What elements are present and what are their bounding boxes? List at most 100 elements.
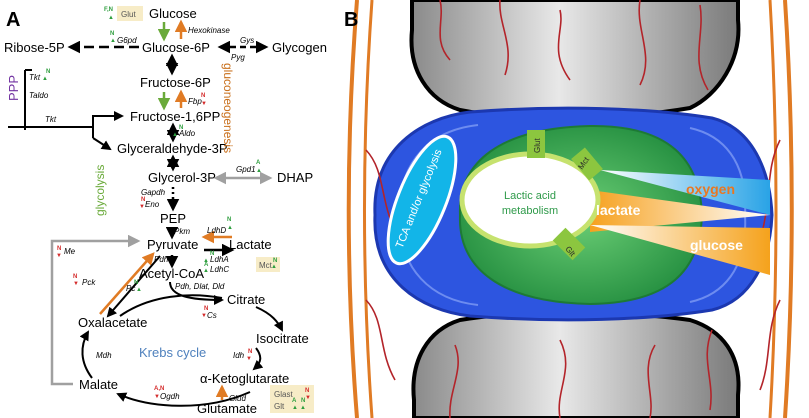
panel-a-label: A (6, 9, 20, 31)
pc-up-icon: ▲ (136, 287, 142, 293)
ppp-arrow-to-ga3p (92, 137, 112, 151)
panel-b-label: B (344, 9, 358, 31)
idh-marker: N (248, 349, 252, 355)
pdh-label: Pdh (154, 255, 169, 264)
arrow-citrate-isocitrate (255, 306, 283, 332)
panel-b: TCA and/or glycolysis Glut Mct Glt Lacti… (337, 0, 809, 418)
cs-down-icon: ▼ (201, 313, 207, 319)
ogdh-marker: A,N (154, 386, 164, 392)
glucose-label: Glucose (149, 6, 197, 21)
cs-label: Cs (207, 311, 217, 320)
panel-a: A Glut F,N ▲ Glucose Glucose-6P Ribose-5… (4, 6, 327, 416)
glt-a-up-icon: ▲ (292, 405, 298, 411)
arrow-pyruvate-to-oxalacetate (106, 255, 161, 318)
mdh-label: Mdh (96, 351, 112, 360)
ldhc-marker: A (204, 262, 209, 268)
vessel-right-outer (783, 0, 794, 418)
pkm-label: Pkm (174, 227, 190, 236)
krebs-label: Krebs cycle (139, 345, 206, 360)
fbp-down-icon: ▼ (201, 101, 207, 107)
ldhd-marker: N (227, 217, 231, 223)
pc-label: Pc (126, 284, 135, 293)
taldo-label: Taldo (29, 91, 49, 100)
glast-glt-box (270, 385, 314, 413)
eno-label: Eno (145, 200, 160, 209)
tkt1-label: Tkt (29, 73, 41, 82)
gpd1-marker: A (256, 160, 261, 166)
arrow-oxalacetate-to-pyruvate (99, 252, 155, 315)
fructose16pp-label: Fructose-1,6PP (130, 109, 220, 124)
gpd1-label: Gpd1 (236, 165, 256, 174)
acetylcoa-label: Acetyl-CoA (139, 266, 204, 281)
vessel-left-inner (363, 0, 374, 418)
vessel-left-outer (346, 0, 359, 418)
glycolysis-label: glycolysis (93, 165, 107, 216)
vessel-right-inner (768, 0, 778, 418)
pck-down-icon: ▼ (73, 281, 79, 287)
g6pd-up-icon: ▲ (110, 38, 116, 44)
me-down-icon: ▼ (56, 253, 62, 259)
arrow-malate-to-pyruvate (50, 234, 141, 386)
oxygen-label: oxygen (686, 181, 735, 197)
fbp-label: Fbp (188, 97, 202, 106)
fructose6p-label: Fructose-6P (140, 75, 211, 90)
ogdh-down-icon: ▼ (154, 394, 160, 400)
ldhc-up-icon: ▲ (203, 268, 209, 274)
glud-label: Glud (229, 394, 246, 403)
aldo-label: Aldo (178, 129, 196, 138)
lower-vertebra (411, 310, 741, 418)
lactate-gradient (590, 190, 770, 232)
tca-organelle (386, 134, 458, 266)
glut-transporter (527, 130, 545, 158)
glucose-b-label: glucose (690, 237, 743, 253)
lactic-label-2: metabolism (502, 205, 558, 217)
ogdh-label: Ogdh (160, 392, 180, 401)
isocitrate-label: Isocitrate (256, 331, 309, 346)
pdh-dlat-dld-label: Pdh, Dlat, Dld (175, 282, 225, 291)
glt-n-marker: N (301, 398, 305, 404)
glucose6p-label: Glucose-6P (142, 40, 210, 55)
mct-marker: N (273, 258, 277, 264)
aldo-marker: N (179, 125, 183, 131)
glast-down-icon: ▼ (305, 395, 311, 401)
ldha-marker: N (210, 251, 214, 257)
gpd1-up-icon: ▲ (256, 168, 262, 174)
cs-marker: N (204, 306, 208, 312)
idh-label: Idh (233, 351, 245, 360)
glut-marker: F,N (104, 7, 113, 13)
me-label: Me (64, 247, 76, 256)
gluconeogenesis-label: gluconeogenesis (221, 63, 235, 153)
ppp-label: PPP (6, 75, 21, 101)
arrow-aketoglutarate-malate (116, 391, 251, 407)
glast-marker: N (305, 388, 309, 394)
malate-label: Malate (79, 377, 118, 392)
lactate-label: Lactate (229, 237, 272, 252)
lactic-label-1: Lactic acid (504, 190, 556, 202)
arrow-isocitrate-aketoglutarate (252, 347, 264, 371)
pck-marker: N (73, 274, 77, 280)
mct-up-icon: ▲ (271, 264, 277, 270)
eno-down-icon: ▼ (139, 204, 145, 210)
arrow-oxalacetate-citrate (119, 294, 223, 317)
lactate-b-label: lactate (596, 202, 641, 218)
g6pd-label: G6pd (117, 36, 137, 45)
glycerol3p-label: Glycerol-3P (148, 170, 216, 185)
mct-box (256, 257, 280, 272)
fbp-marker: N (201, 93, 205, 99)
pyruvate-label: Pyruvate (147, 237, 198, 252)
dhap-label: DHAP (277, 170, 313, 185)
mct-box-label: Mct (259, 261, 273, 270)
citrate-label: Citrate (227, 292, 265, 307)
idh-down-icon: ▼ (246, 356, 252, 362)
ldhd-up-icon: ▲ (227, 225, 233, 231)
aldo-up-icon: ▲ (172, 132, 178, 138)
glt-transporter (552, 227, 586, 261)
ldhd-label: LdhD (207, 226, 226, 235)
glt-a-marker: A (292, 398, 297, 404)
upper-vertebra (409, 0, 741, 121)
gapdh-label: Gapdh (141, 188, 166, 197)
ldha-up-icon: ▲ (203, 258, 209, 264)
g6pd-marker: N (110, 31, 114, 37)
pyg-label: Pyg (231, 53, 245, 62)
